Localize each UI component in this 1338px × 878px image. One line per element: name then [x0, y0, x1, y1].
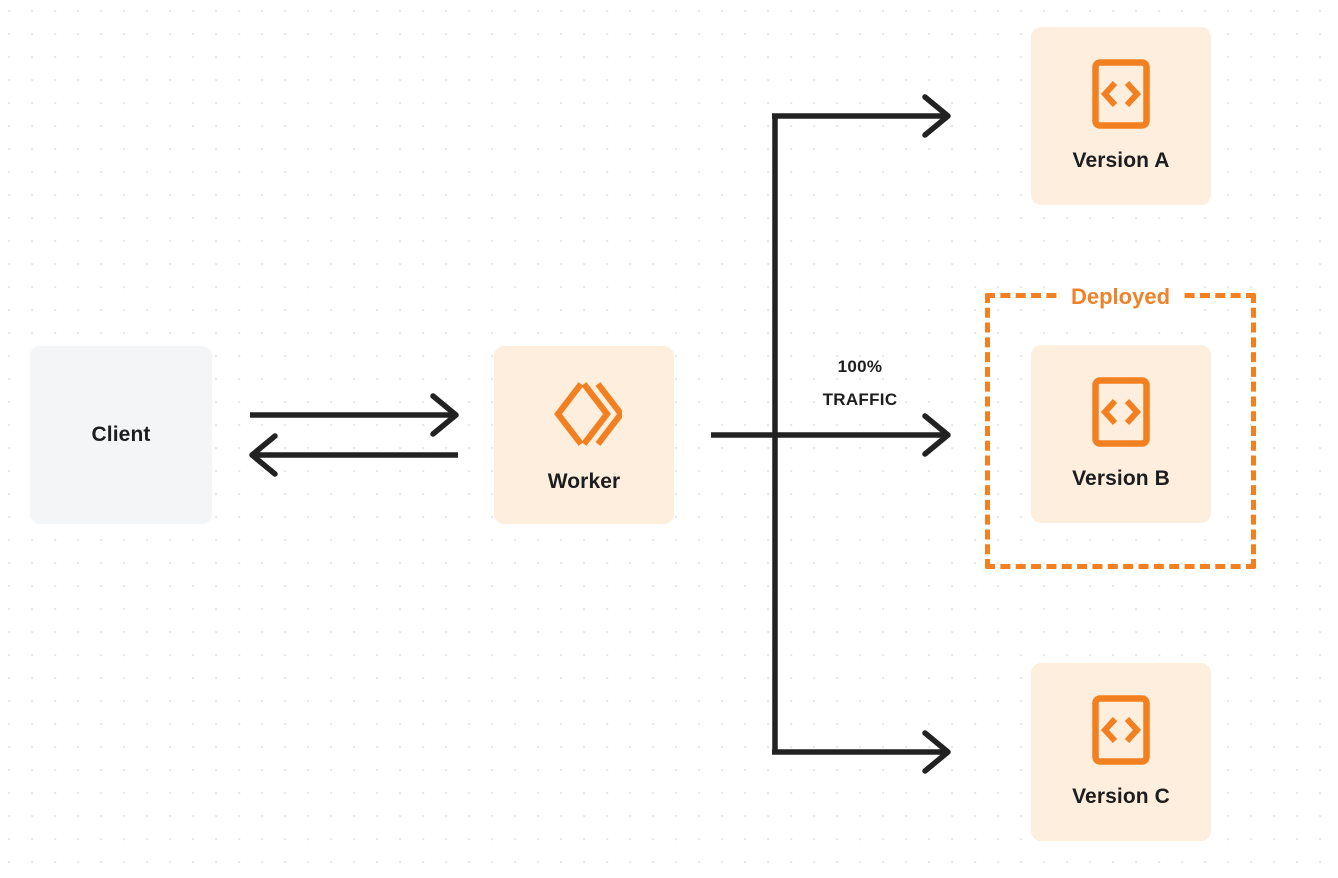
- arrow-to-version-c: [772, 730, 951, 774]
- node-version-b-label: Version B: [1072, 467, 1170, 490]
- arrow-to-version-b: [711, 413, 951, 457]
- code-brackets-icon: [1092, 59, 1150, 129]
- node-version-c[interactable]: Version C: [1031, 663, 1211, 841]
- traffic-label: 100% TRAFFIC: [790, 350, 930, 416]
- traffic-unit: TRAFFIC: [822, 390, 898, 409]
- node-client-label: Client: [91, 423, 151, 446]
- node-version-c-label: Version C: [1072, 785, 1170, 808]
- cloudflare-workers-logo-icon: [546, 376, 622, 452]
- code-brackets-icon: [1092, 377, 1150, 447]
- arrow-client-to-worker: [250, 393, 459, 437]
- node-client[interactable]: Client: [30, 346, 212, 524]
- node-worker[interactable]: Worker: [494, 346, 674, 524]
- traffic-percent: 100%: [837, 357, 883, 376]
- arrow-worker-to-client: [249, 433, 458, 477]
- node-version-a[interactable]: Version A: [1031, 27, 1211, 205]
- deployed-group: Deployed: [985, 282, 1256, 569]
- node-version-a-label: Version A: [1072, 149, 1170, 172]
- code-brackets-icon: [1092, 695, 1150, 765]
- node-worker-label: Worker: [547, 470, 621, 493]
- node-version-b[interactable]: Version B: [1031, 345, 1211, 523]
- arrow-to-version-a: [772, 94, 951, 138]
- deployed-group-label: Deployed: [1057, 282, 1184, 312]
